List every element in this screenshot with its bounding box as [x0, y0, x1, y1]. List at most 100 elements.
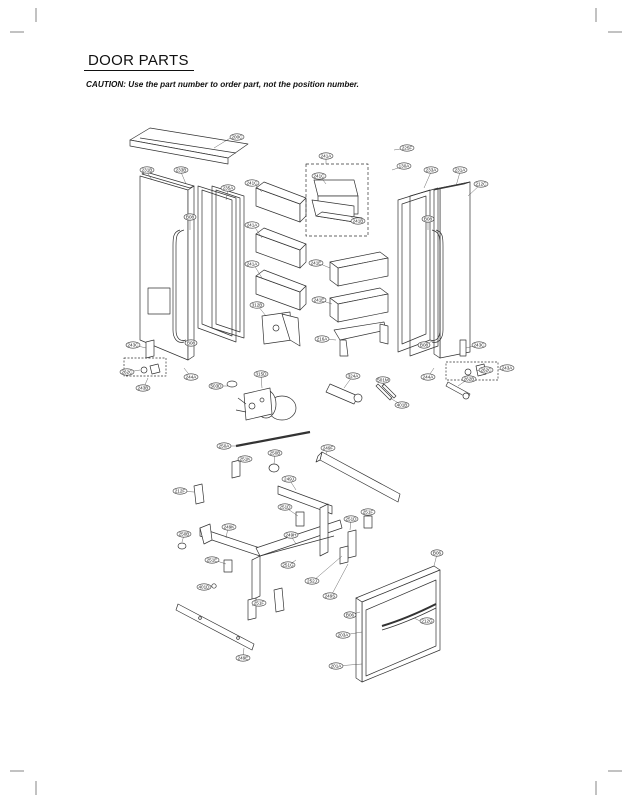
caution-note: CAUTION: Use the part number to order pa…	[86, 80, 359, 89]
center-door-bin-2	[329, 287, 389, 323]
label-249h: 249H	[283, 531, 299, 539]
water-filter-part	[325, 383, 363, 405]
label-b08-right-top: B08	[421, 215, 435, 223]
label-241b: 241B	[350, 217, 366, 225]
position-labels: 200C 231B 233B 235A 241C 241A 225F 130A …	[119, 133, 515, 670]
svg-text:312B: 312B	[252, 303, 263, 308]
svg-text:212C: 212C	[476, 182, 488, 187]
water-tank-assembly	[226, 380, 297, 421]
svg-text:249J: 249J	[284, 477, 294, 482]
svg-text:251K: 251K	[240, 457, 252, 462]
label-241e-2: 241E	[311, 296, 327, 304]
label-b08-right-bot: B08	[417, 341, 431, 349]
svg-text:B06: B06	[346, 613, 355, 618]
svg-text:203A: 203A	[338, 633, 350, 638]
drawer-frame-part	[199, 485, 343, 601]
svg-text:216A: 216A	[317, 337, 329, 342]
label-243c-right: 243C	[471, 341, 487, 349]
svg-text:241C: 241C	[247, 181, 259, 186]
label-201a: 201A	[328, 662, 344, 670]
label-503d: 503D	[208, 382, 224, 390]
svg-text:251D: 251D	[346, 517, 358, 522]
label-b06-drawer-mid: B06	[343, 611, 357, 619]
label-b08-left-bot: B08	[184, 339, 198, 347]
label-130a: 130A	[396, 162, 412, 170]
label-249e: 249E	[235, 654, 251, 662]
label-241a-mid1: 241A	[244, 221, 260, 229]
label-249j: 249J	[281, 475, 297, 483]
svg-text:262C: 262C	[481, 368, 493, 373]
label-251f: 251F	[360, 508, 376, 516]
label-b08-left-top: B08	[183, 213, 197, 221]
svg-text:262B: 262B	[464, 377, 475, 382]
label-249f: 249F	[320, 444, 336, 452]
label-200c: 200C	[229, 133, 245, 141]
label-233a: 233A	[423, 166, 439, 174]
left-door-part	[139, 171, 195, 361]
label-241a-top: 241A	[318, 152, 334, 160]
label-243c-left: 243C	[125, 341, 141, 349]
freezer-drawer-part	[355, 565, 441, 683]
slide-clip-part	[231, 459, 241, 479]
svg-text:249E: 249E	[238, 656, 249, 661]
label-251e: 251E	[204, 556, 220, 564]
screw-part	[211, 583, 217, 589]
left-door-bin-2	[255, 227, 307, 269]
svg-text:212F: 212F	[175, 489, 186, 494]
right-door-part	[429, 181, 471, 359]
svg-text:249H: 249H	[286, 533, 297, 538]
left-door-bin-1	[255, 181, 307, 223]
label-212g: 212G	[419, 617, 435, 625]
svg-text:315D: 315D	[256, 372, 268, 377]
leader-lines	[127, 136, 506, 667]
svg-text:200C: 200C	[232, 135, 244, 140]
label-250b-top: 250B	[267, 449, 283, 457]
svg-text:501M: 501M	[377, 378, 389, 383]
bottom-rail-part	[175, 603, 255, 651]
divider-bracket-part	[333, 321, 389, 357]
label-262c-left: 262C	[119, 368, 135, 376]
label-312b: 312B	[249, 301, 265, 309]
svg-text:249K: 249K	[224, 525, 236, 530]
svg-text:241C: 241C	[314, 174, 326, 179]
label-235a: 235A	[220, 184, 236, 192]
svg-text:231B: 231B	[142, 168, 153, 173]
svg-text:225F: 225F	[402, 146, 413, 151]
svg-text:262C: 262C	[122, 370, 134, 375]
page-title: DOOR PARTS	[88, 52, 189, 69]
top-rail-part	[315, 451, 401, 503]
label-401d: 401D	[196, 583, 212, 591]
label-262b: 262B	[461, 375, 477, 383]
svg-text:249S: 249S	[325, 594, 336, 599]
label-324a: 324A	[345, 372, 361, 380]
label-244a-left: 244A	[183, 373, 199, 381]
label-249k: 249K	[221, 523, 237, 531]
svg-text:241E: 241E	[311, 261, 322, 266]
svg-text:233A: 233A	[426, 168, 438, 173]
svg-text:B08: B08	[424, 217, 433, 222]
label-212c: 212C	[473, 180, 489, 188]
left-side-bracket-part	[193, 483, 205, 505]
label-241c-mid: 241C	[311, 172, 327, 180]
left-lower-hinge-part	[123, 339, 167, 377]
svg-text:201A: 201A	[331, 664, 343, 669]
svg-text:233B: 233B	[176, 168, 187, 173]
svg-text:243A: 243A	[502, 366, 514, 371]
svg-text:241A: 241A	[247, 223, 259, 228]
label-241c-left: 241C	[244, 179, 260, 187]
label-216a: 216A	[314, 335, 330, 343]
svg-text:251D: 251D	[280, 505, 292, 510]
svg-text:243C: 243C	[128, 343, 140, 348]
center-door-bin-1	[329, 251, 389, 287]
svg-text:503D: 503D	[211, 384, 223, 389]
label-251g: 251G	[280, 561, 296, 569]
svg-text:251F: 251F	[363, 510, 374, 515]
label-244a-right: 244A	[420, 373, 436, 381]
label-231b: 231B	[139, 166, 155, 174]
svg-text:249F: 249F	[323, 446, 334, 451]
label-243b: 243B	[135, 384, 151, 392]
label-501m: 501M	[375, 376, 391, 384]
right-door-gasket-part	[397, 187, 439, 357]
